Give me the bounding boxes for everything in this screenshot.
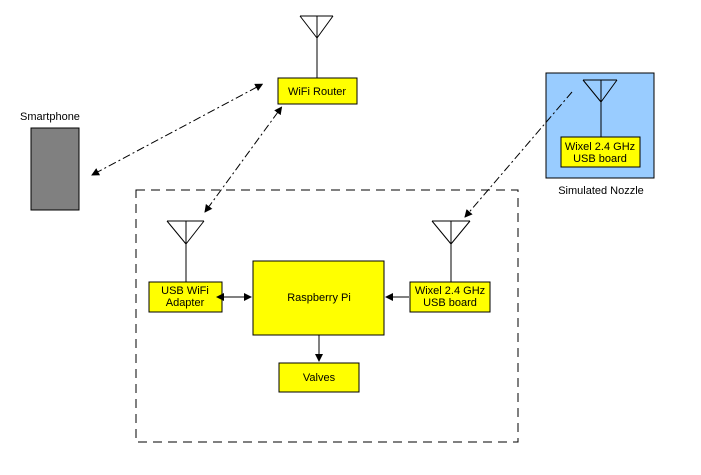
nozzle-wixel-link: [464, 91, 573, 218]
smartphone-icon: [30, 127, 80, 211]
nozzle-wixel-board: [560, 136, 641, 168]
valves-box: [278, 362, 360, 393]
nozzle-antenna-icon: [582, 79, 618, 137]
usb-wifi-antenna-icon: [166, 220, 205, 282]
usb-wifi-label-line2: Adapter: [166, 297, 205, 309]
wifi-router-label: WiFi Router: [288, 86, 346, 98]
raspberry-pi-label: Raspberry Pi: [287, 292, 351, 304]
router-smartphone-link: [91, 83, 264, 176]
simulated-nozzle-label: Simulated Nozzle: [558, 185, 644, 197]
smartphone-label: Smartphone: [20, 111, 80, 123]
usb-wifi-adapter-box: [148, 281, 223, 313]
nozzle-board-label-line1: Wixel 2.4 GHz: [565, 141, 635, 153]
wixel-antenna-icon: [431, 220, 471, 282]
wixel-board-box: [409, 281, 491, 313]
wixel-board-label-line1: Wixel 2.4 GHz: [415, 285, 485, 297]
wixel-board-label-line2: USB board: [423, 297, 477, 309]
nozzle-board-label-line2: USB board: [573, 153, 627, 165]
wifi-router-box: [277, 77, 358, 105]
router-adapter-link: [204, 106, 283, 213]
device-enclosure: [135, 189, 519, 443]
usb-wifi-label-line1: USB WiFi: [161, 285, 209, 297]
wifi-router-antenna-icon: [299, 15, 334, 78]
valves-label: Valves: [303, 372, 336, 384]
